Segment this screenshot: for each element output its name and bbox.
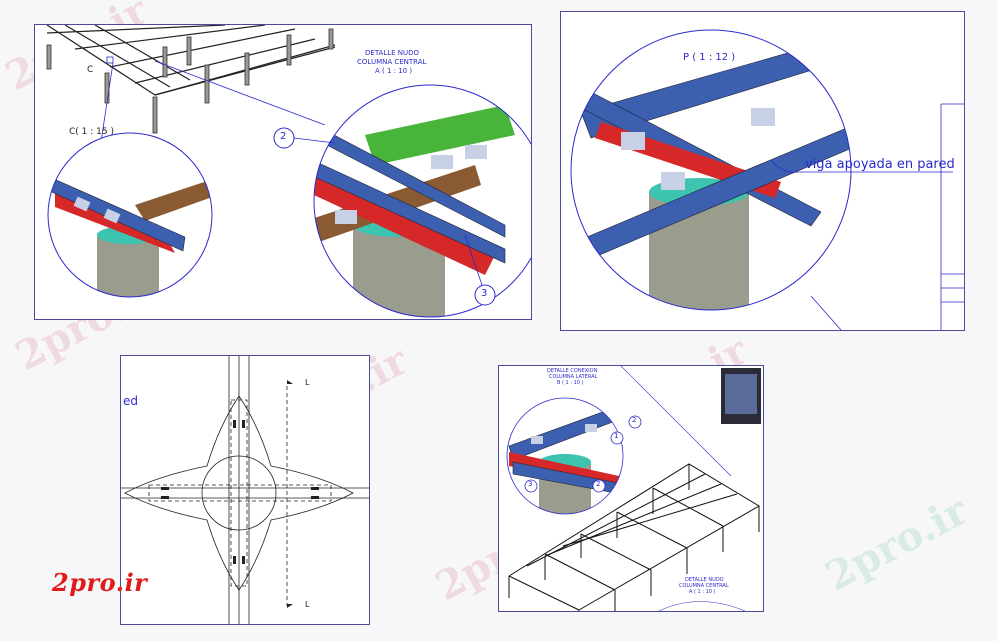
section-mark-bottom: L (305, 600, 310, 609)
section-c-marker: C (87, 65, 94, 75)
site-logo: 2pro.ir (52, 568, 148, 597)
callout-number: 3 (528, 480, 533, 488)
iso-title-line3: B ( 1 : 10 ) (557, 380, 584, 386)
beam-note-label: viga apoyada en pared (805, 157, 955, 172)
callout-number: 3 (481, 288, 488, 299)
iso-bottom-title-line2: COLUMNA CENTRAL (679, 583, 729, 589)
detail-drawing-central-node (46, 25, 531, 318)
detail-c-scale-label: C( 1 : 15 ) (69, 127, 114, 137)
isometric-drawing (506, 366, 761, 611)
plan-panel: ed L L (120, 355, 370, 625)
detail-panel-wall-beam: P ( 1 : 12 ) viga apoyada en pared (560, 11, 965, 331)
detail-title-line1: DETALLE NUDO (365, 49, 420, 57)
detail-panel-central-node: DETALLE NUDO COLUMNA CENTRAL A ( 1 : 10 … (34, 24, 532, 320)
iso-bottom-title-line1: DETALLE NUDO (685, 577, 724, 583)
plan-fragment-label: ed (123, 394, 138, 408)
callout-number: 2 (596, 480, 601, 488)
iso-bottom-title-line3: A ( 1 : 10 ) (689, 589, 716, 595)
isometric-panel: DETALLE CONEXION COLUMNA LATERAL B ( 1 :… (498, 365, 764, 612)
detail-title-line2: COLUMNA CENTRAL (357, 58, 427, 66)
callout-number: 2 (280, 131, 287, 142)
watermark: 2pro.ir (817, 486, 976, 601)
detail-p-scale-label: P ( 1 : 12 ) (683, 52, 736, 63)
section-mark-top: L (305, 378, 310, 387)
callout-number: 1 (614, 432, 619, 440)
iso-title-line2: COLUMNA LATERAL (549, 374, 598, 380)
detail-drawing-wall-beam (570, 29, 964, 330)
detail-scale-label: A ( 1 : 10 ) (375, 67, 413, 75)
iso-title-line1: DETALLE CONEXION (547, 368, 598, 374)
callout-number: 2 (632, 416, 637, 424)
plan-drawing (121, 356, 369, 624)
